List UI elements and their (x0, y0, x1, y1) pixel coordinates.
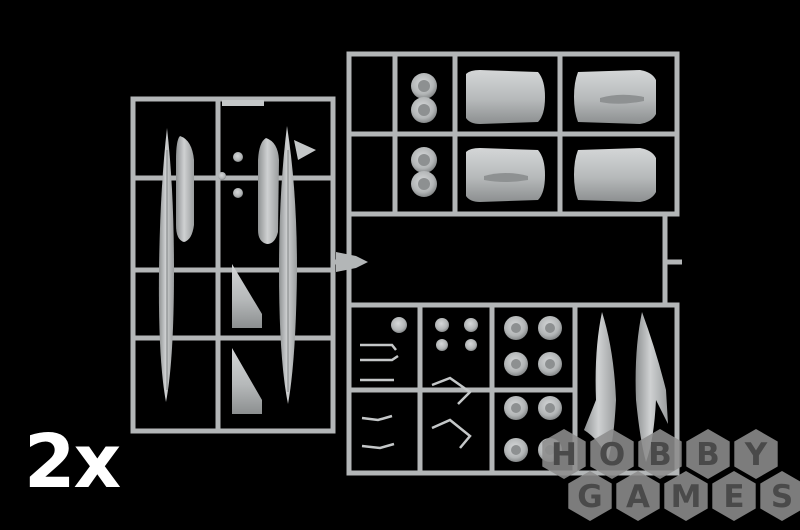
watermark-letter: Y (744, 437, 768, 473)
tab-plate (222, 100, 264, 106)
fuel-tank-lower-right-a (584, 312, 616, 460)
sprue-frame-upper-right (346, 51, 682, 305)
watermark-hexagon (616, 471, 660, 521)
watermark-hex-o: O (590, 429, 634, 479)
landing-gear-struts (431, 376, 472, 449)
watermark-hexagon (590, 429, 634, 479)
fuel-tank-lower-right-b (635, 312, 668, 462)
watermark-letter: M (671, 479, 702, 515)
watermark-hex-e: E (712, 471, 756, 521)
watermark-letter: B (648, 437, 672, 473)
exhaust-disc-group-2 (411, 147, 437, 197)
watermark-letter: O (599, 437, 625, 473)
watermark-hex-h: H (542, 429, 586, 479)
quantity-multiplier-label: 2x (24, 419, 121, 505)
nacelle-half-4 (574, 148, 656, 202)
nacelle-half-1 (466, 70, 545, 124)
drop-tank-half-left (176, 136, 194, 242)
sprue-gate-tag (336, 252, 368, 272)
watermark-hexagon (760, 471, 800, 521)
watermark-hexagon (542, 429, 586, 479)
watermark-hexagon (686, 429, 730, 479)
watermark-hexagon (568, 471, 612, 521)
watermark-letter: S (771, 479, 793, 515)
fins-upper (232, 264, 262, 328)
exhaust-disc-group-1 (411, 73, 437, 123)
fins-lower (232, 348, 262, 414)
watermark-hexagon (712, 471, 756, 521)
sprue-frame-lower-right (346, 302, 680, 476)
watermark-hexagon (664, 471, 708, 521)
small-round-parts (218, 152, 243, 198)
wheels (504, 316, 562, 462)
drop-tank-half-right (258, 138, 279, 244)
watermark-hexagon (734, 429, 778, 479)
drop-tank-left-a (158, 128, 174, 402)
watermark-letter: H (551, 437, 577, 473)
small-round-details (391, 317, 478, 351)
watermark-letter: A (626, 479, 650, 515)
watermark-hex-m: M (664, 471, 708, 521)
small-parts-column-1 (360, 343, 399, 450)
watermark-hex-g: G (568, 471, 612, 521)
watermark-letter: E (723, 479, 744, 515)
watermark-hexagon (638, 429, 682, 479)
watermark-letter: B (696, 437, 720, 473)
nacelle-half-2 (574, 70, 656, 124)
watermark-hex-s: S (760, 471, 800, 521)
watermark-hex-a: A (616, 471, 660, 521)
watermark-hex-y: Y (734, 429, 778, 479)
watermark-hex-b: B (686, 429, 730, 479)
drop-tank-left-b (279, 126, 316, 404)
watermark-hex-b: B (638, 429, 682, 479)
nacelle-half-3 (466, 148, 545, 202)
watermark-letter: G (577, 479, 602, 515)
